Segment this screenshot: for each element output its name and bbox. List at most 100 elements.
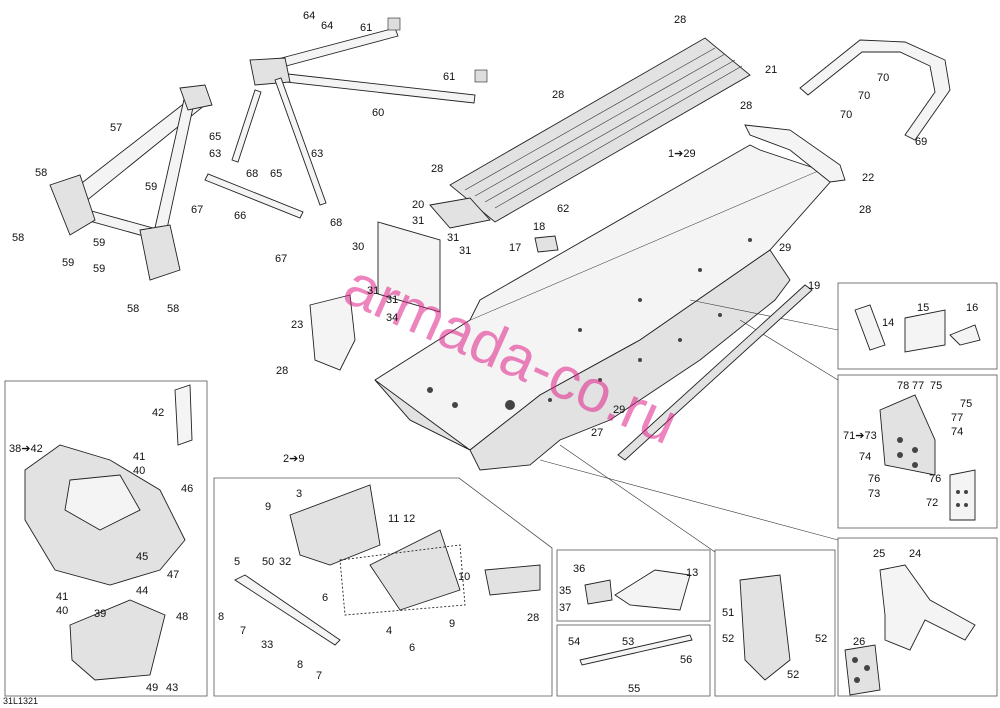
callout-50: 50 [262, 556, 274, 568]
plate-10 [484, 564, 541, 596]
callout-40: 40 [133, 465, 145, 477]
callout-29: 29 [779, 242, 791, 254]
callout-13: 13 [686, 567, 698, 579]
callout-7: 7 [240, 625, 246, 637]
callout-66: 66 [234, 210, 246, 222]
tunnel-assembly [374, 144, 839, 553]
callout-30: 30 [352, 241, 364, 253]
callout-26: 26 [853, 636, 865, 648]
callout-8: 8 [218, 611, 224, 623]
callout-38-42: 38➔42 [9, 443, 43, 455]
callout-73: 73 [868, 488, 880, 500]
callout-16: 16 [966, 302, 978, 314]
bracket-23 [309, 294, 356, 371]
callout-8: 8 [297, 659, 303, 671]
bracket-30 [377, 221, 441, 313]
callout-9: 9 [265, 501, 271, 513]
callout-59: 59 [93, 237, 105, 249]
callout-31: 31 [412, 215, 424, 227]
callout-32: 32 [279, 556, 291, 568]
callout-67: 67 [191, 204, 203, 216]
callout-17: 17 [509, 242, 521, 254]
callout-28: 28 [527, 612, 539, 624]
callout-58: 58 [12, 232, 24, 244]
callout-31: 31 [447, 232, 459, 244]
bracket-71-78 [879, 394, 976, 521]
callout-65: 65 [270, 168, 282, 180]
bracket-20 [429, 197, 491, 229]
callout-28: 28 [740, 100, 752, 112]
callout-68: 68 [246, 168, 258, 180]
callout-64: 64 [321, 20, 333, 32]
callout-43: 43 [166, 682, 178, 694]
clip-17 [534, 235, 559, 253]
callout-53: 53 [622, 636, 634, 648]
callout-78: 78 [897, 380, 909, 392]
callout-67: 67 [275, 253, 287, 265]
frame-13-37 [556, 549, 711, 622]
callout-63: 63 [209, 148, 221, 160]
leader-tunnel-24 [539, 459, 839, 541]
tunnel-side [374, 249, 791, 471]
callout-74: 74 [951, 426, 963, 438]
callout-37: 37 [559, 602, 571, 614]
callout-34: 34 [386, 312, 398, 324]
callout-29: 29 [613, 404, 625, 416]
leader-tunnel-14 [689, 299, 839, 331]
callout-65: 65 [209, 131, 221, 143]
callout-62: 62 [557, 203, 569, 215]
frame-71-78 [837, 374, 998, 529]
callout-76: 76 [929, 473, 941, 485]
rod-53 [579, 634, 693, 666]
callout-20: 20 [412, 199, 424, 211]
callout-48: 48 [176, 611, 188, 623]
callout-70: 70 [877, 72, 889, 84]
front-cradle-38-42 [24, 384, 193, 681]
rear-bumper-69 [799, 39, 951, 141]
callout-31: 31 [367, 285, 379, 297]
frame-brackets-14-16 [837, 282, 998, 370]
callout-51: 51 [722, 607, 734, 619]
callout-59: 59 [62, 257, 74, 269]
callout-40: 40 [56, 605, 68, 617]
detail-frames [4, 282, 998, 697]
callout-61: 61 [360, 22, 372, 34]
bracket-42 [174, 384, 193, 446]
callout-9: 9 [449, 618, 455, 630]
callout-45: 45 [136, 551, 148, 563]
callout-74: 74 [859, 451, 871, 463]
callout-24: 24 [909, 548, 921, 560]
callout-1-29: 1➔29 [668, 148, 696, 160]
upper-column-60 [249, 17, 488, 104]
brackets-14-16 [854, 304, 981, 353]
frame-38-49 [4, 380, 208, 697]
callout-4: 4 [386, 625, 392, 637]
callout-6: 6 [409, 642, 415, 654]
callout-59: 59 [145, 181, 157, 193]
callout-10: 10 [458, 571, 470, 583]
callout-64: 64 [303, 10, 315, 22]
frame-53-56 [556, 624, 711, 697]
callout-33: 33 [261, 639, 273, 651]
callout-61: 61 [443, 71, 455, 83]
callout-77: 77 [912, 380, 924, 392]
callout-69: 69 [915, 136, 927, 148]
callout-63: 63 [311, 148, 323, 160]
callout-5: 5 [234, 556, 240, 568]
frame-2-12 [213, 477, 553, 697]
callout-18: 18 [533, 221, 545, 233]
callout-28: 28 [431, 163, 443, 175]
leader-tunnel-51 [559, 444, 716, 553]
callout-75: 75 [960, 398, 972, 410]
callout-70: 70 [840, 109, 852, 121]
callout-19: 19 [808, 280, 820, 292]
steering-support-57 [49, 84, 213, 281]
callout-55: 55 [628, 683, 640, 695]
parts-13-35 [584, 569, 691, 611]
callout-15: 15 [917, 302, 929, 314]
callout-41: 41 [133, 451, 145, 463]
rods-63-66 [204, 77, 327, 219]
bracket-51 [739, 574, 791, 681]
callout-31: 31 [386, 294, 398, 306]
callout-27: 27 [591, 427, 603, 439]
